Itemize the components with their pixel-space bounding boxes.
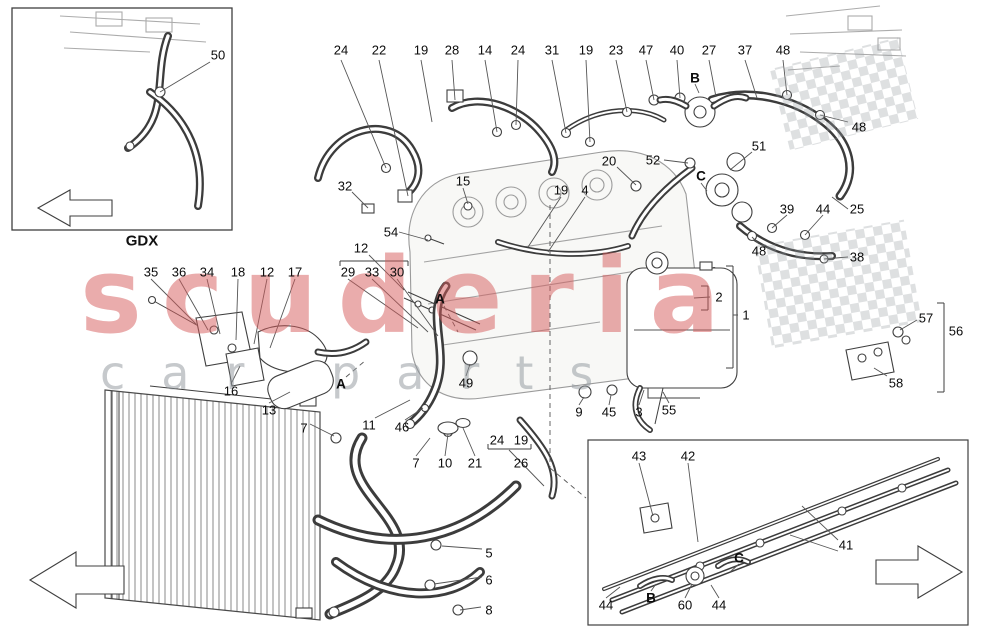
inset-diagram-box [11, 7, 233, 231]
direction-arrow-right-icon [875, 545, 964, 599]
inset-direction-arrow-icon [36, 189, 113, 227]
group-brackets [339, 260, 945, 450]
direction-arrow-left-icon [28, 551, 125, 609]
expansion-tank [578, 251, 738, 430]
checkered-flag-decoration [754, 37, 922, 349]
pipes-inset-box [587, 439, 969, 626]
inset-diagram-label: GDX [125, 232, 159, 250]
engine-fragment-sketches [59, 5, 907, 71]
radiator [104, 385, 321, 621]
thermostat-cluster [147, 291, 481, 410]
